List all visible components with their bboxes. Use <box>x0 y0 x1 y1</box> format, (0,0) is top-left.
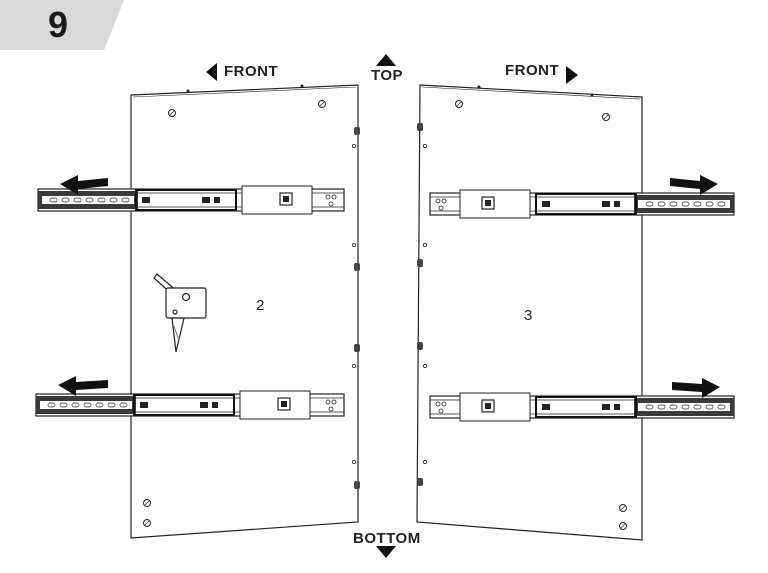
handle-bracket-icon <box>153 273 207 353</box>
top-label: TOP <box>371 67 404 84</box>
triangle-down-icon <box>376 546 396 558</box>
arrow-left-icon <box>60 175 108 195</box>
panel-number-right: 3 <box>524 307 533 324</box>
arrow-right-icon <box>672 378 720 398</box>
step-number: 9 <box>48 4 69 45</box>
drawer-slide-icon <box>37 185 345 215</box>
triangle-left-icon <box>206 63 217 81</box>
drawer-slide-icon <box>429 189 735 219</box>
arrow-right-icon <box>670 175 718 195</box>
front-label-left: FRONT <box>224 63 279 80</box>
front-label-right: FRONT <box>505 62 560 79</box>
drawer-slide-icon <box>429 392 735 422</box>
drawer-slides <box>35 185 735 422</box>
triangle-up-icon <box>376 54 396 66</box>
bottom-label: BOTTOM <box>353 530 421 547</box>
arrow-left-icon <box>58 376 108 396</box>
step-tab <box>0 0 124 50</box>
left-panel <box>130 84 360 539</box>
triangle-right-icon <box>566 66 578 84</box>
panel-number-left: 2 <box>256 297 265 314</box>
drawer-slide-icon <box>35 390 345 420</box>
